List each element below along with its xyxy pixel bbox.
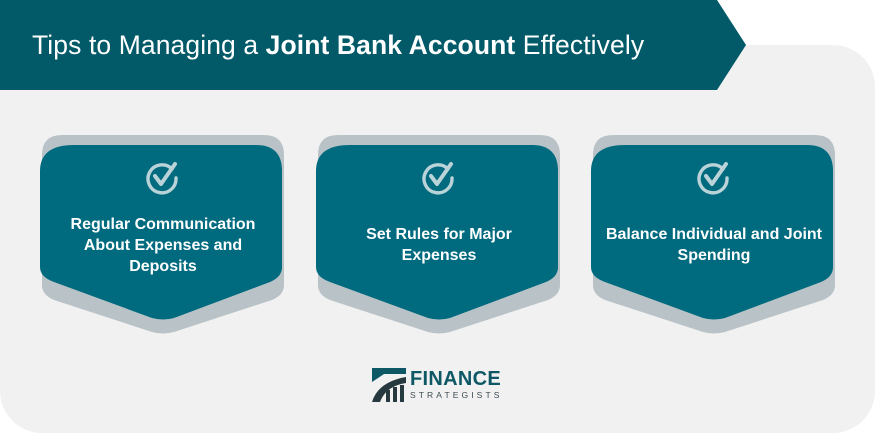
check-circle-icon — [422, 162, 454, 195]
tip-card-1: Regular Communication About Expenses and… — [40, 135, 286, 335]
logo-sub-text: STRATEGISTS — [410, 390, 503, 400]
tip-label: Set Rules for Major Expenses — [366, 226, 512, 264]
page-title: Tips to Managing a Joint Bank Account Ef… — [32, 0, 644, 90]
tip-card-2: Set Rules for Major Expenses — [316, 135, 562, 335]
card-shape — [591, 135, 835, 334]
title-suffix: Effectively — [515, 30, 645, 60]
card-shape — [316, 135, 560, 334]
tip-card-3: Balance Individual and Joint Spending — [591, 135, 837, 335]
banner-arrow-shape — [0, 0, 746, 90]
tip-label: Balance Individual and Joint Spending — [605, 226, 823, 264]
card-shape — [40, 135, 284, 334]
tip-label: Regular Communication About Expenses and… — [70, 215, 256, 275]
finance-strategists-logo: FINANCE STRATEGISTS — [372, 367, 503, 403]
header-banner: Tips to Managing a Joint Bank Account Ef… — [0, 0, 746, 90]
logo-mark-icon — [372, 368, 406, 402]
title-bold: Joint Bank Account — [265, 30, 516, 60]
title-prefix: Tips to Managing a — [32, 30, 266, 60]
check-circle-icon — [697, 162, 729, 195]
logo-main-text: FINANCE — [410, 368, 501, 390]
check-circle-icon — [146, 162, 178, 195]
